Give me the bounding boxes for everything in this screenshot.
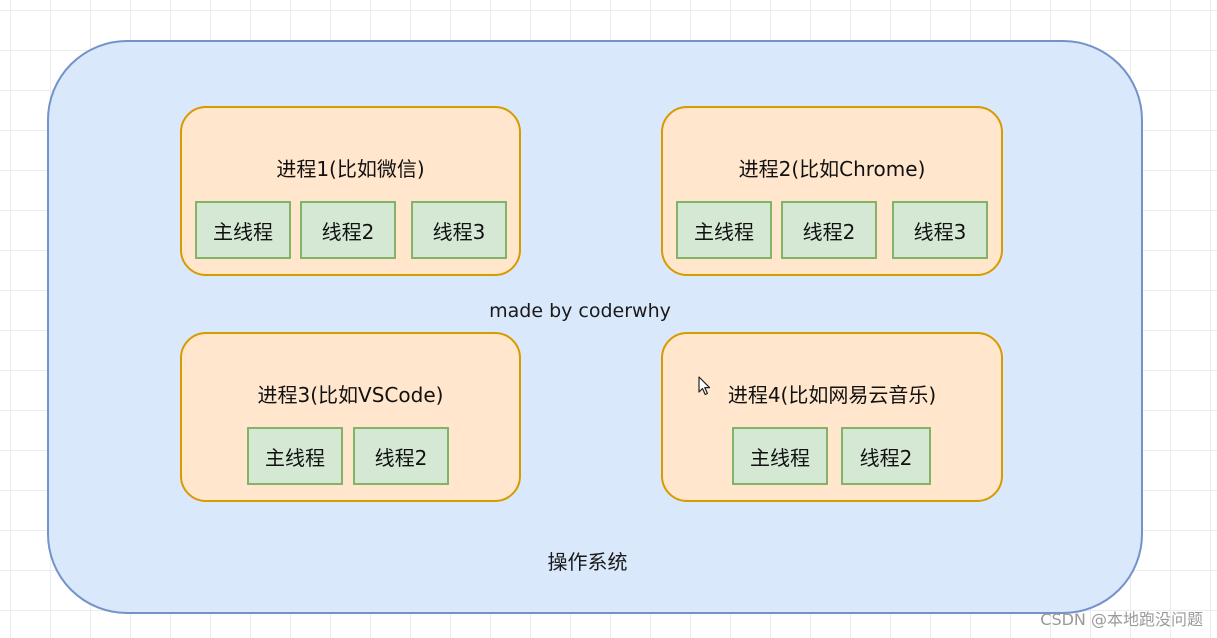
process-1-thread-3: 线程3 — [411, 201, 507, 259]
process-3-title: 进程3(比如VSCode) — [257, 383, 444, 407]
process-3-thread-2: 线程2 — [353, 427, 449, 485]
process-1-thread-2: 线程2 — [300, 201, 396, 259]
process-3-box: 进程3(比如VSCode) 主线程 线程2 — [180, 332, 521, 502]
process-1-thread-1: 主线程 — [195, 201, 291, 259]
process-2-title: 进程2(比如Chrome) — [738, 157, 926, 181]
process-2-thread-2: 线程2 — [781, 201, 877, 259]
process-2-thread-3: 线程3 — [892, 201, 988, 259]
csdn-watermark: CSDN @本地跑没问题 — [1040, 610, 1203, 629]
process-4-box: 进程4(比如网易云音乐) 主线程 线程2 — [661, 332, 1003, 502]
process-1-box: 进程1(比如微信) 主线程 线程2 线程3 — [180, 106, 521, 276]
process-2-thread-1: 主线程 — [676, 201, 772, 259]
os-label: 操作系统 — [547, 550, 628, 574]
author-caption: made by coderwhy — [489, 300, 671, 322]
process-1-title: 进程1(比如微信) — [276, 157, 425, 181]
mouse-pointer-icon — [698, 376, 711, 396]
process-4-thread-1: 主线程 — [732, 427, 828, 485]
process-2-box: 进程2(比如Chrome) 主线程 线程2 线程3 — [661, 106, 1003, 276]
process-3-thread-1: 主线程 — [247, 427, 343, 485]
process-4-thread-2: 线程2 — [841, 427, 931, 485]
process-4-title: 进程4(比如网易云音乐) — [727, 383, 937, 407]
